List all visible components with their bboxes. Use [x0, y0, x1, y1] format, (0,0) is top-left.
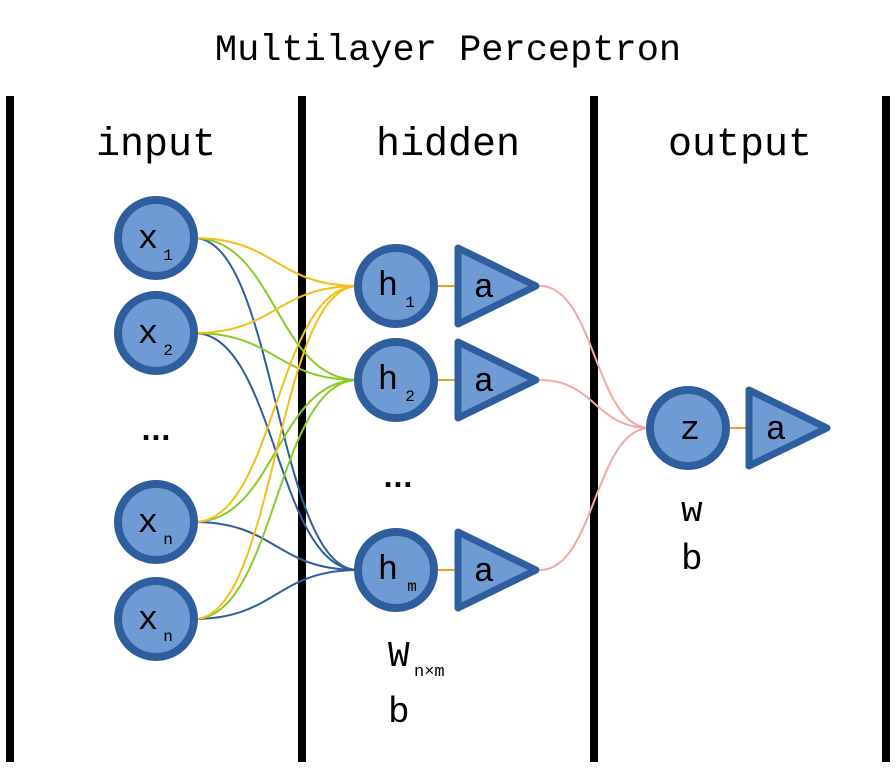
- input-node-3-sub: n: [163, 531, 173, 549]
- edge-input-2-to-hidden-2: [193, 332, 359, 381]
- layer-dividers: [6, 96, 890, 762]
- hidden-weights-label: W: [388, 636, 410, 677]
- hidden-node-3-sub: m: [407, 578, 417, 596]
- input-node-4-label: x: [138, 602, 158, 640]
- hidden-node-2: h 2: [354, 338, 438, 422]
- output-activation: a: [745, 386, 831, 470]
- output-activation-label: a: [766, 412, 786, 450]
- hidden-activation-1-label: a: [474, 270, 494, 308]
- edge-input-4-to-hidden-3: [193, 569, 359, 620]
- hidden-activation-3-label: a: [474, 554, 494, 592]
- input-node-2-label: x: [138, 316, 158, 354]
- input-node-3: x n: [114, 480, 198, 564]
- edge-input-4-to-hidden-1: [193, 285, 359, 620]
- hidden-node-3: h m: [354, 528, 438, 612]
- edge-input-4-to-hidden-2: [193, 379, 359, 620]
- hidden-activation-1: a: [454, 244, 540, 328]
- edge-hidden-3-to-output: [539, 427, 651, 571]
- diagram-title: Multilayer Perceptron: [215, 30, 681, 72]
- edge-input-3-to-hidden-1: [193, 285, 359, 523]
- output-bias-label: b: [681, 539, 703, 580]
- output-node-label: z: [680, 412, 700, 450]
- hidden-node-1: h 1: [354, 244, 438, 328]
- input-node-1-label: x: [138, 221, 158, 259]
- edge-hidden-2-to-output: [539, 379, 651, 429]
- hidden-node-2-label: h: [378, 362, 398, 400]
- input-node-1: x 1: [114, 196, 198, 280]
- layer-label-input: input: [96, 123, 216, 168]
- edge-input-1-to-hidden-1: [193, 237, 359, 287]
- output-node: z: [646, 386, 730, 470]
- hidden-node-1-label: h: [378, 268, 398, 306]
- layer-label-hidden: hidden: [376, 123, 520, 168]
- edge-hidden-1-to-output: [539, 285, 651, 429]
- input-node-1-sub: 1: [163, 247, 173, 265]
- layer-label-output: output: [668, 123, 812, 168]
- hidden-activation-3: a: [454, 528, 540, 612]
- input-node-2: x 2: [114, 291, 198, 375]
- edge-input-2-to-hidden-1: [193, 285, 359, 334]
- hidden-node-3-label: h: [378, 552, 398, 590]
- input-node-4: x n: [114, 577, 198, 661]
- input-node-3-label: x: [138, 505, 158, 543]
- edge-input-3-to-hidden-3: [193, 521, 359, 571]
- hidden-weights-sub: n×m: [414, 663, 445, 682]
- edges-input-to-hidden: [193, 237, 359, 620]
- output-weights-label: w: [681, 491, 703, 532]
- edges-hidden-to-output: [539, 285, 651, 571]
- hidden-node-2-sub: 2: [405, 388, 415, 406]
- hidden-bias-label: b: [388, 692, 410, 733]
- hidden-node-1-sub: 1: [405, 294, 415, 312]
- input-node-4-sub: n: [163, 628, 173, 646]
- hidden-ellipsis: ...: [383, 464, 413, 494]
- input-node-2-sub: 2: [163, 342, 173, 360]
- input-ellipsis: ...: [141, 417, 171, 447]
- hidden-activation-2-label: a: [474, 364, 494, 402]
- hidden-activation-2: a: [454, 338, 540, 422]
